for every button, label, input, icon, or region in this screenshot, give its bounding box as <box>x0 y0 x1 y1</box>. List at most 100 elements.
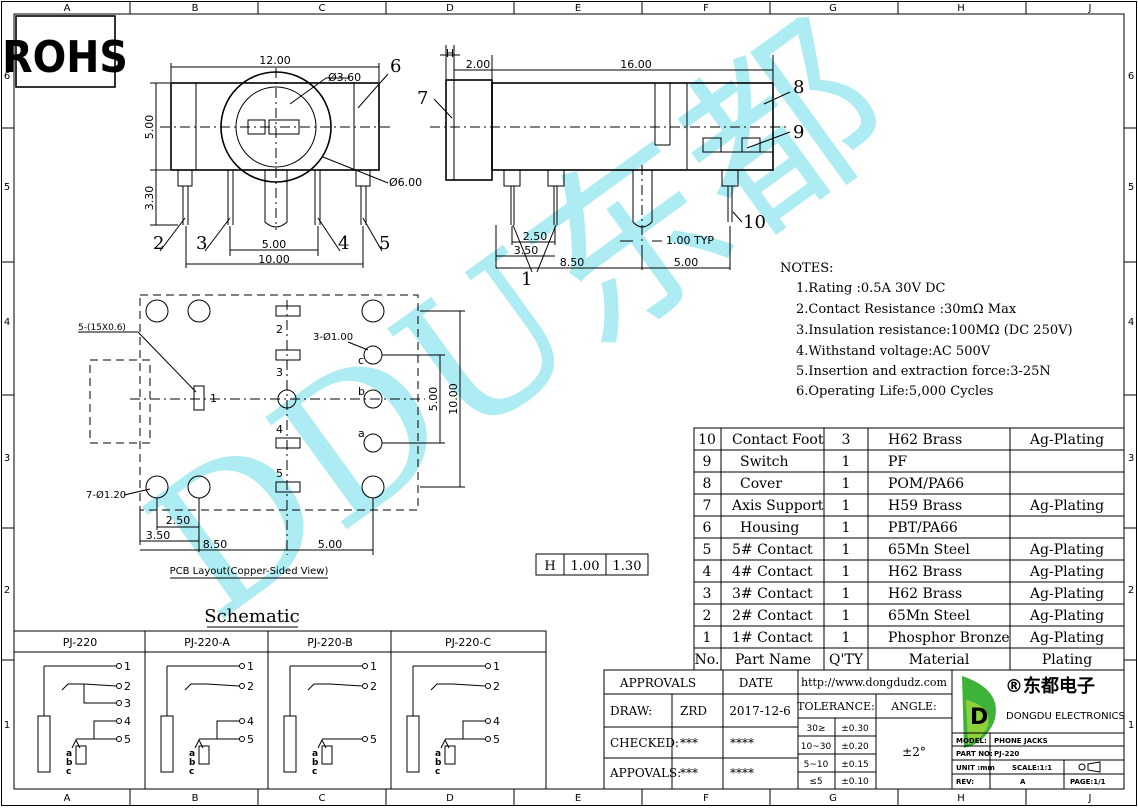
bom-cell-material: 65Mn Steel <box>888 608 970 624</box>
tb-rev-label: REV: <box>956 778 974 786</box>
svg-text:D: D <box>970 705 988 730</box>
tb-draw-value: ZRD <box>680 704 707 718</box>
schematic-pin-label: 4 <box>124 715 131 728</box>
frame-col-top-F: F <box>703 3 709 14</box>
bom-cell-name: Contact Foot <box>732 432 824 448</box>
callout-7: 7 <box>417 88 428 109</box>
front-dim-span: 10.00 <box>258 253 290 266</box>
schematic-pin-label: 5 <box>370 733 377 746</box>
frame-col-bottom-J: J <box>1088 793 1092 804</box>
frame-col-bottom-B: B <box>192 793 199 804</box>
rohs-badge: ROHS <box>2 15 128 88</box>
schematic-letter: b <box>312 758 319 768</box>
frame-col-bottom-F: F <box>703 793 709 804</box>
bom-cell-name: 4# Contact <box>732 564 813 580</box>
tb-appvals-date: **** <box>730 766 754 780</box>
frame-col-bottom-C: C <box>319 793 326 804</box>
schematic-letter: a <box>312 749 318 759</box>
tb-tol-value-3: ±0.15 <box>841 760 869 770</box>
schematic: Schematic PJ-220 PJ-220-A PJ-220-B PJ-22… <box>13 606 547 790</box>
frame-col-top-B: B <box>192 3 199 14</box>
bom-cell-name: Axis Support <box>731 498 824 514</box>
schematic-pin-label: 1 <box>370 660 377 673</box>
bom-cell-no: 7 <box>703 498 712 514</box>
schematic-letter: c <box>435 767 440 777</box>
frame-col-top-J: J <box>1088 3 1092 14</box>
tb-company-en: DONGDU ELECTRONICS <box>1006 711 1125 722</box>
frame-row-left-6: 6 <box>4 71 10 82</box>
bom-cell-plating: Ag-Plating <box>1029 586 1104 602</box>
callout-4: 4 <box>338 233 349 254</box>
pcb-caption: PCB Layout(Copper-Sided View) <box>170 566 329 577</box>
schematic-letter: b <box>66 758 73 768</box>
bom-cell-material: H62 Brass <box>888 564 962 580</box>
side-dim-500: 5.00 <box>674 256 699 269</box>
side-dim-length: 16.00 <box>620 58 652 71</box>
bom-cell-plating: Ag-Plating <box>1029 542 1104 558</box>
schematic-pin-label: 1 <box>124 660 131 673</box>
frame-row-left-5: 5 <box>4 182 10 193</box>
pcb-dim-v500: 5.00 <box>427 387 440 412</box>
schematic-col-pj220b: PJ-220-B <box>307 636 353 649</box>
frame-row-right-1: 1 <box>1128 720 1134 731</box>
schematic-pin-label: 5 <box>247 733 254 746</box>
tb-angle-value: ±2° <box>902 745 926 759</box>
bom-cell-plating: Ag-Plating <box>1029 432 1104 448</box>
bom-cell-qty: 1 <box>842 608 851 624</box>
schematic-pin-label: 1 <box>493 660 500 673</box>
frame-col-bottom-E: E <box>575 793 581 804</box>
h-table-v1: 1.00 <box>571 559 600 574</box>
note-5: 5.Insertion and extraction force:3-25N <box>796 364 1051 379</box>
tb-tol-value-4: ±0.10 <box>841 777 869 787</box>
side-view: H 2.00 16.00 2.50 3.50 8.50 5.00 1.00 TY… <box>417 45 804 290</box>
bom-cell-qty: 1 <box>842 454 851 470</box>
tb-model-value: PHONE JACKS <box>994 737 1048 745</box>
bom-cell-no: 10 <box>698 432 716 448</box>
pcb-dim-350: 3.50 <box>146 529 171 542</box>
tb-tol-range-2: 10~30 <box>801 742 832 752</box>
notes: NOTES: 1.Rating :0.5A 30V DC 2.Contact R… <box>780 261 1073 399</box>
front-dim-pitch: 5.00 <box>262 238 287 251</box>
bom-cell-material: H59 Brass <box>888 498 962 514</box>
pcb-slot-label: 5-(15X0.6) <box>78 323 126 333</box>
bom-cell-qty: 1 <box>842 630 851 646</box>
frame-row-right-4: 4 <box>1128 317 1134 328</box>
h-table: H 1.00 1.30 <box>535 553 649 576</box>
tb-rev-value: A <box>1020 778 1026 786</box>
frame-col-top-C: C <box>319 3 326 14</box>
frame-row-left-4: 4 <box>4 317 10 328</box>
callout-2: 2 <box>153 233 164 254</box>
schematic-letter: b <box>435 758 442 768</box>
schematic-pin-label: 1 <box>247 660 254 673</box>
tb-part-value: PJ-220 <box>994 750 1019 758</box>
bom-cell-plating: Ag-Plating <box>1029 630 1104 646</box>
bom-cell-material: PF <box>888 454 907 470</box>
pcb-layout: 5-(15X0.6) 3-Ø1.00 7-Ø1.20 1 2 3 4 5 c b… <box>78 294 465 579</box>
bom-cell-material: H62 Brass <box>888 586 962 602</box>
schematic-col-pj220c: PJ-220-C <box>445 636 491 649</box>
bom-cell-material: POM/PA66 <box>888 476 964 492</box>
schematic-letter: c <box>66 767 71 777</box>
pcb-pin-2: 2 <box>276 323 283 336</box>
tb-scale: SCALE:1:1 <box>1012 764 1052 772</box>
rohs-text: ROHS <box>2 32 128 83</box>
bom-cell-material: 65Mn Steel <box>888 542 970 558</box>
tb-tol-value-2: ±0.20 <box>841 742 869 752</box>
tb-date: DATE <box>739 676 773 690</box>
bom-cell-plating: Ag-Plating <box>1029 608 1104 624</box>
side-dim-typ: 1.00 TYP <box>666 234 714 247</box>
tb-model-label: MODEL: <box>956 737 987 745</box>
side-dim-850: 8.50 <box>560 256 585 269</box>
front-dim-outer: Ø6.00 <box>389 176 422 189</box>
